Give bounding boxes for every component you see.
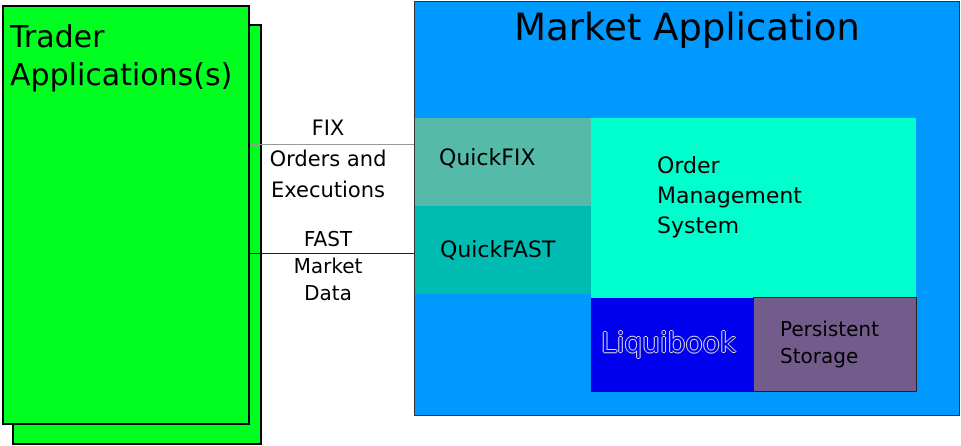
order-management-system-label: Order Management System (657, 154, 802, 239)
order-management-system-box: Order Management System (591, 118, 916, 298)
quickfix-box: QuickFIX (415, 118, 591, 206)
market-application-title: Market Application (514, 6, 860, 49)
liquibook-box: Liquibook (591, 298, 753, 392)
quickfast-box: QuickFAST (415, 206, 591, 294)
quickfix-label: QuickFIX (439, 146, 536, 171)
persistent-storage-box: Persistent Storage (753, 297, 917, 392)
trader-applications-title: Trader Applications(s) (10, 20, 233, 93)
fast-connection-label: FAST Market Data (293, 227, 363, 305)
liquibook-label: Liquibook (601, 326, 736, 359)
quickfast-label: QuickFAST (440, 238, 556, 263)
fast-connection-line (250, 253, 415, 254)
trader-applications-box: Trader Applications(s) (2, 5, 250, 425)
fix-connection-line (250, 144, 415, 145)
fix-connection-label: FIX Orders and Executions (269, 116, 387, 202)
persistent-storage-label: Persistent Storage (780, 317, 879, 368)
